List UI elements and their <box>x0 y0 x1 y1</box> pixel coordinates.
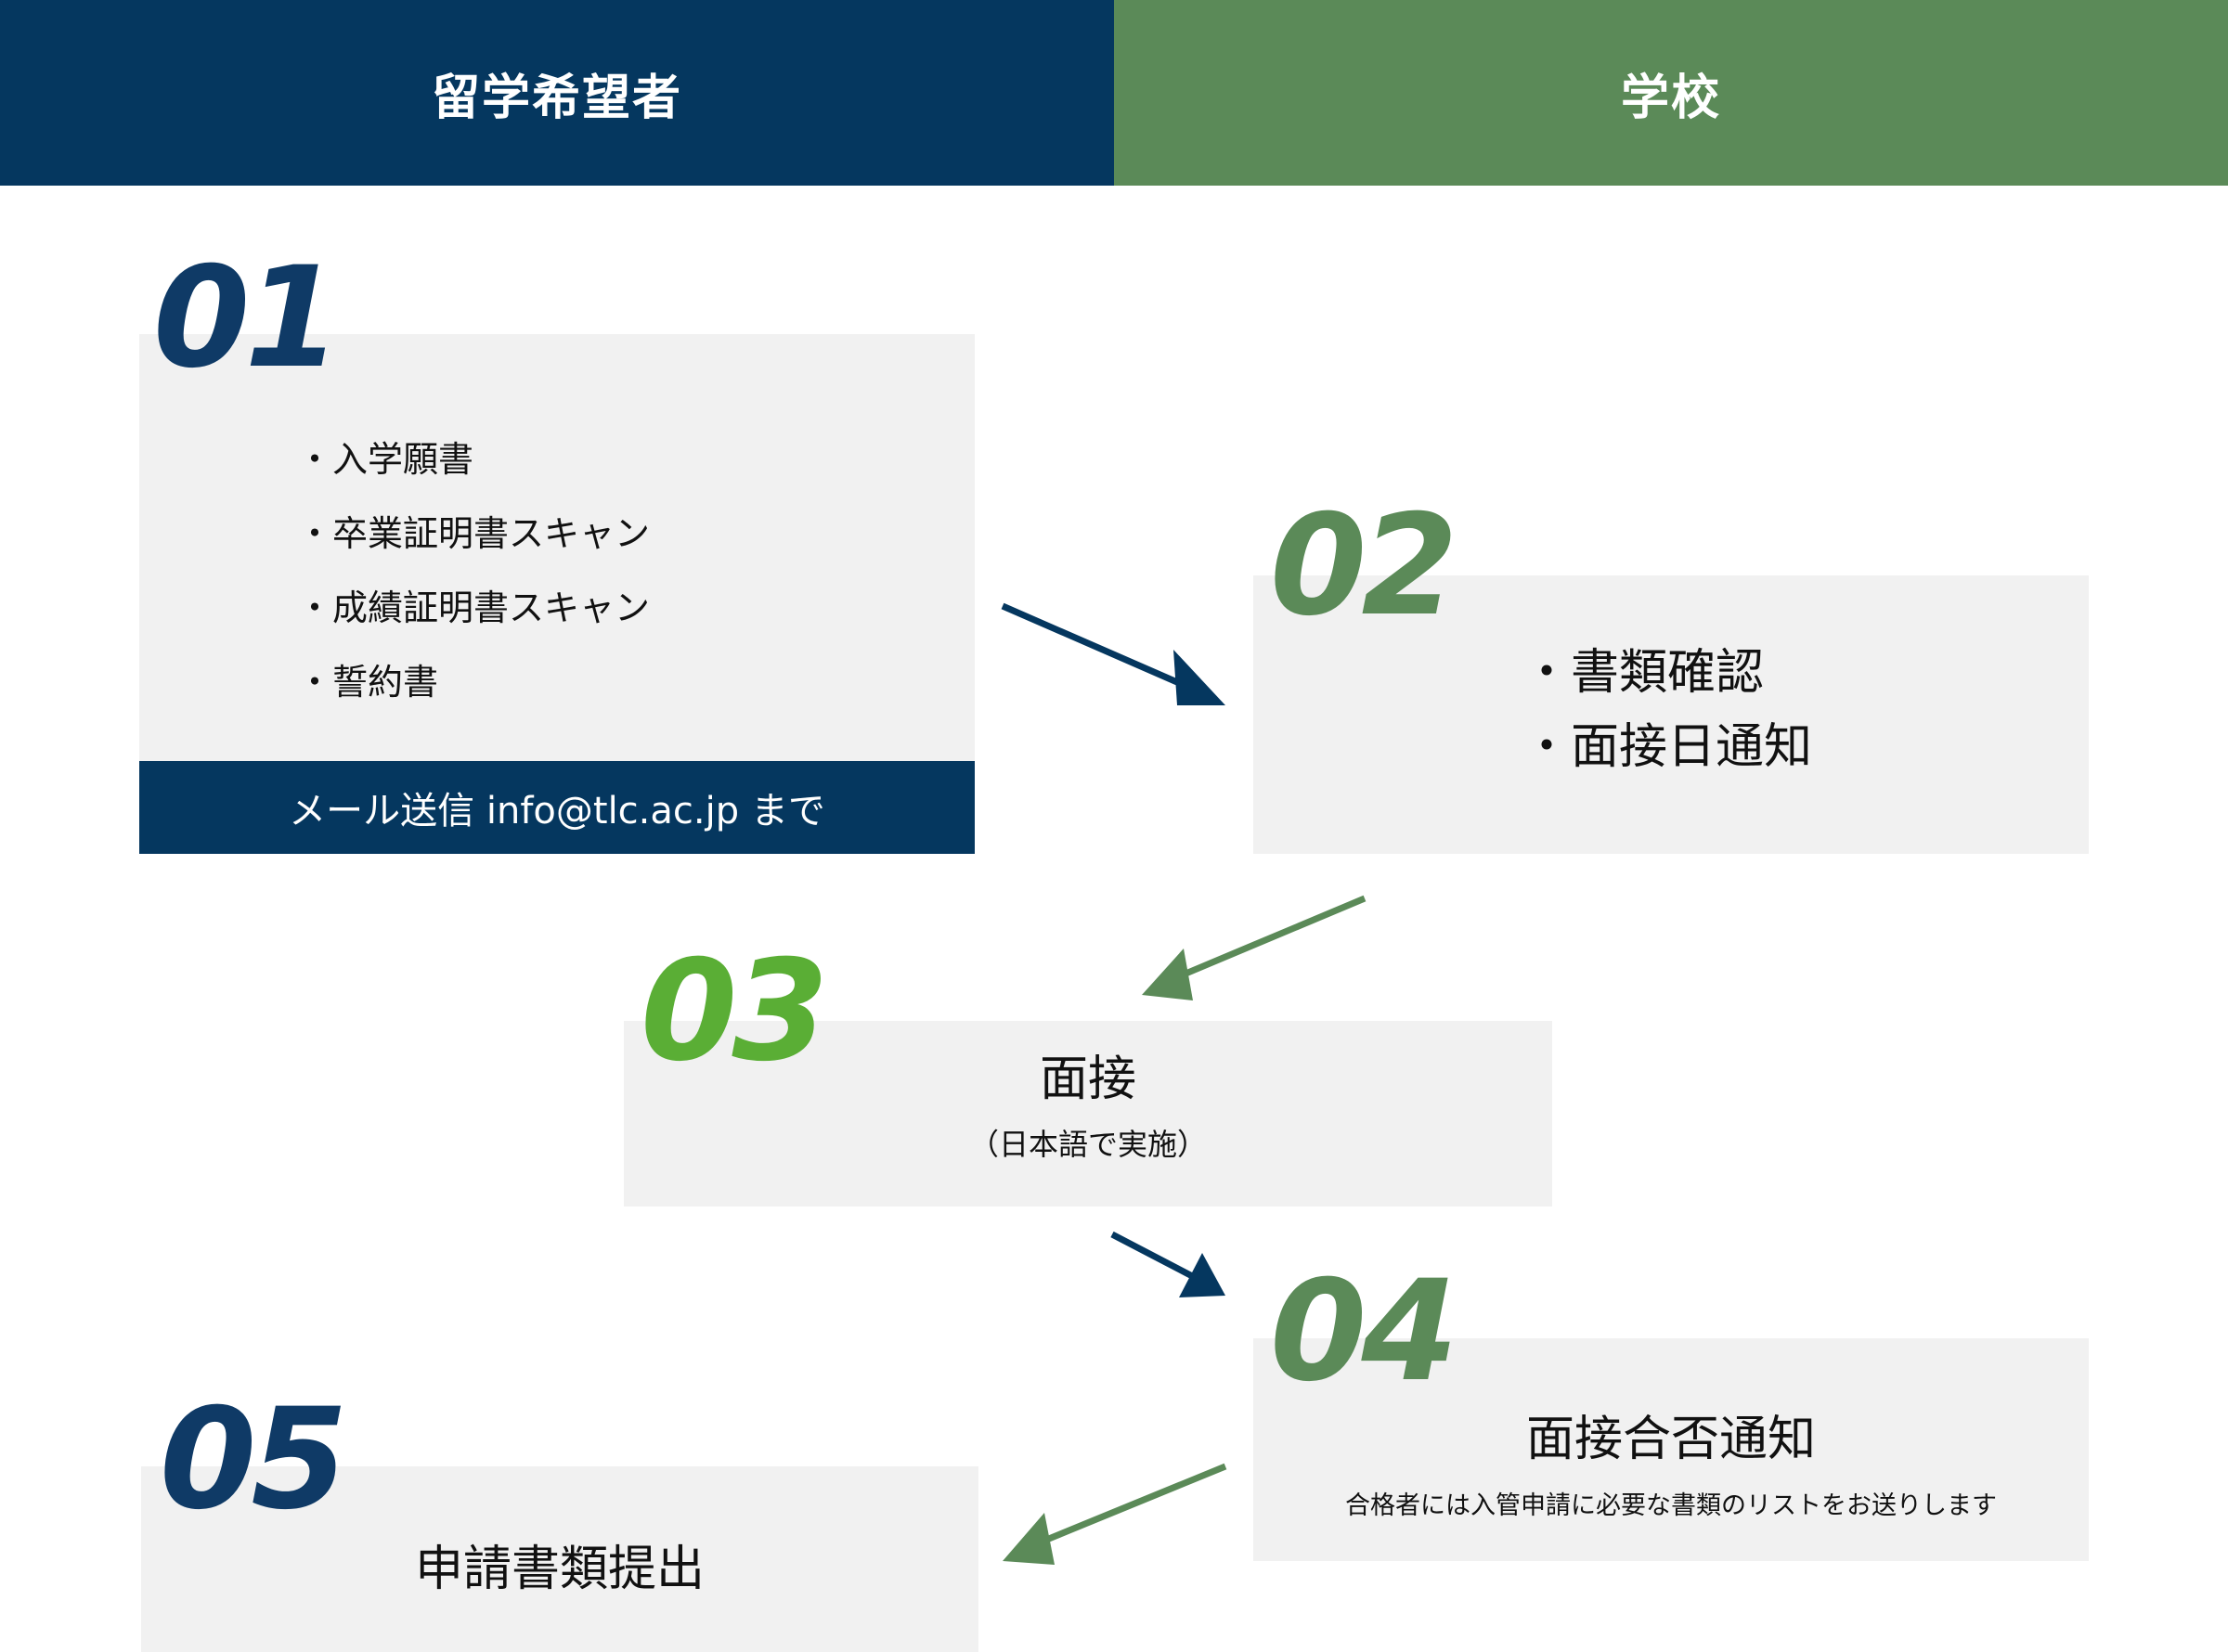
column-header-applicant: 留学希望者 <box>0 0 1114 186</box>
step-03-subtitle: （日本語で実施） <box>968 1127 1207 1162</box>
list-item: 面接日通知 <box>1522 710 1812 784</box>
list-item: 成績証明書スキャン <box>297 571 650 645</box>
email-submit-banner: メール送信 info@tlc.ac.jp まで <box>139 761 975 854</box>
step-04-number: 04 <box>1270 1251 1458 1413</box>
step-03-box <box>624 1021 1552 1207</box>
arrow-step-03-to-04 <box>1110 1231 1225 1297</box>
step-03-title: 面接 <box>1039 1052 1136 1107</box>
column-header-school: 学校 <box>1114 0 2228 186</box>
step-04-title: 面接合否通知 <box>1525 1412 1816 1467</box>
list-item: 書類確認 <box>1522 636 1812 710</box>
step-02-number: 02 <box>1270 485 1458 647</box>
list-item: 入学願書 <box>297 422 650 497</box>
arrow-step-01-to-02 <box>1001 602 1225 705</box>
step-01-number: 01 <box>153 238 342 399</box>
step-01-document-list: 入学願書 卒業証明書スキャン 成績証明書スキャン 誓約書 <box>297 422 650 719</box>
list-item: 誓約書 <box>297 645 650 719</box>
list-item: 卒業証明書スキャン <box>297 497 650 571</box>
arrow-step-02-to-03 <box>1142 895 1367 1000</box>
step-04-subtitle: 合格者には入管申請に必要な書類のリストをお送りします <box>1345 1491 1997 1520</box>
step-05-box <box>141 1466 978 1652</box>
step-05-number: 05 <box>160 1379 348 1541</box>
step-03-number: 03 <box>641 931 829 1092</box>
step-05-title: 申請書類提出 <box>414 1542 705 1597</box>
step-04-box <box>1253 1338 2089 1561</box>
step-02-task-list: 書類確認 面接日通知 <box>1522 636 1812 784</box>
arrow-step-04-to-05 <box>1003 1463 1227 1565</box>
